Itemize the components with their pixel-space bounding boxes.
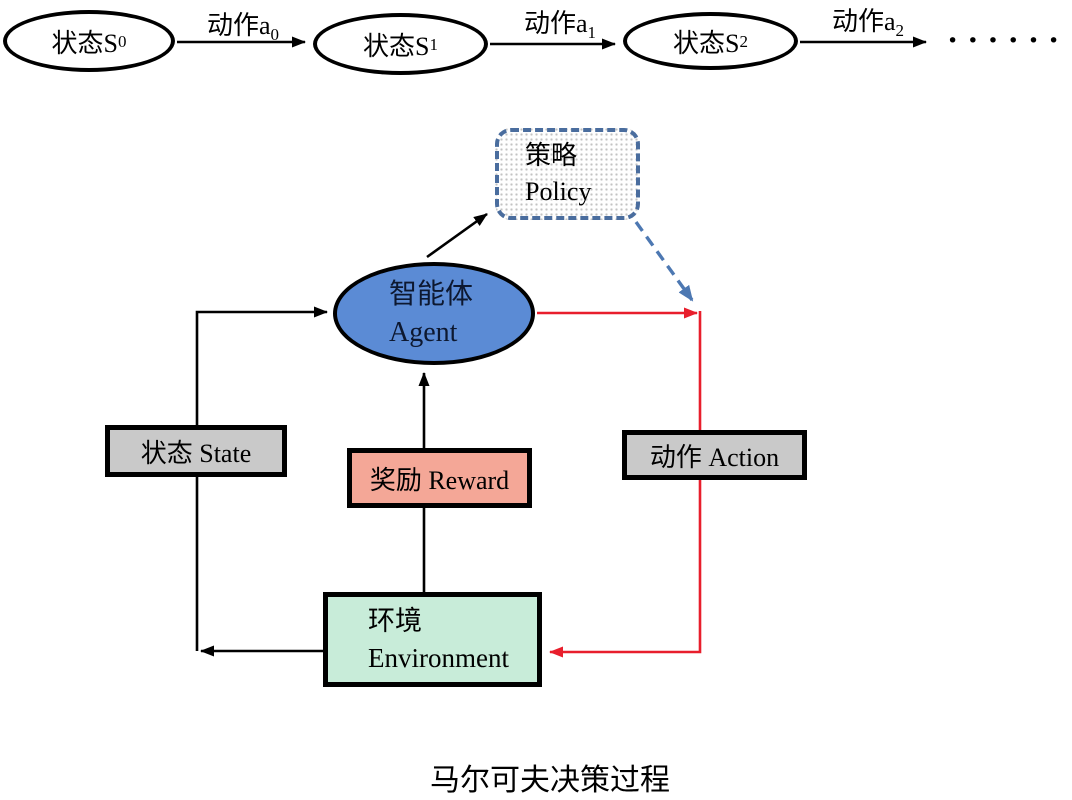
state-node-s0-label: 状态S [51,28,118,58]
agent-label-en: Agent [389,316,458,348]
state-node-s2-label: 状态S [673,28,740,58]
action-label-a0-text: 动作a [206,11,271,40]
action-label-a1-subscript: 1 [587,23,597,43]
environment-label-en: Environment [368,642,509,673]
policy-node: 策略 Policy [495,128,640,220]
state-node-s1-label: 状态S [363,31,430,61]
action-label-a2: 动作a2 [808,1,928,39]
state-label: 状态 State [140,438,252,468]
state-node-s2-subscript: 2 [739,31,748,51]
agent-node: 智能体 Agent [333,262,535,365]
arrow-action-to-environment [549,311,702,658]
action-label-a1: 动作a1 [500,3,620,41]
diagram-title: 马尔可夫决策过程 [430,764,670,797]
action-node: 动作 Action [622,430,807,480]
agent-label-zh: 智能体 [389,278,474,310]
action-label-a0-subscript: 0 [270,25,280,45]
state-node: 状态 State [105,425,287,477]
arrow-agent-to-policy [426,212,488,259]
reward-node: 奖励 Reward [347,448,532,508]
environment-node: 环境 Environment [323,592,542,687]
action-label-a1-text: 动作a [523,9,588,38]
reward-label: 奖励 Reward [369,465,510,495]
arrow-policy-to-action [634,221,694,302]
arrow-state-to-agent [195,306,328,651]
state-node-s1-subscript: 1 [429,34,438,54]
chain-ellipsis-dots: •••••• [947,30,1069,52]
environment-label-zh: 环境 [368,605,422,636]
policy-label-en: Policy [525,177,592,206]
action-label-a2-text: 动作a [831,7,896,36]
action-label-a2-subscript: 2 [895,21,905,41]
action-label: 动作 Action [649,442,780,472]
state-node-s0-subscript: 0 [117,31,127,51]
policy-label-zh: 策略 [525,141,578,170]
action-label-a0: 动作a0 [183,5,303,43]
